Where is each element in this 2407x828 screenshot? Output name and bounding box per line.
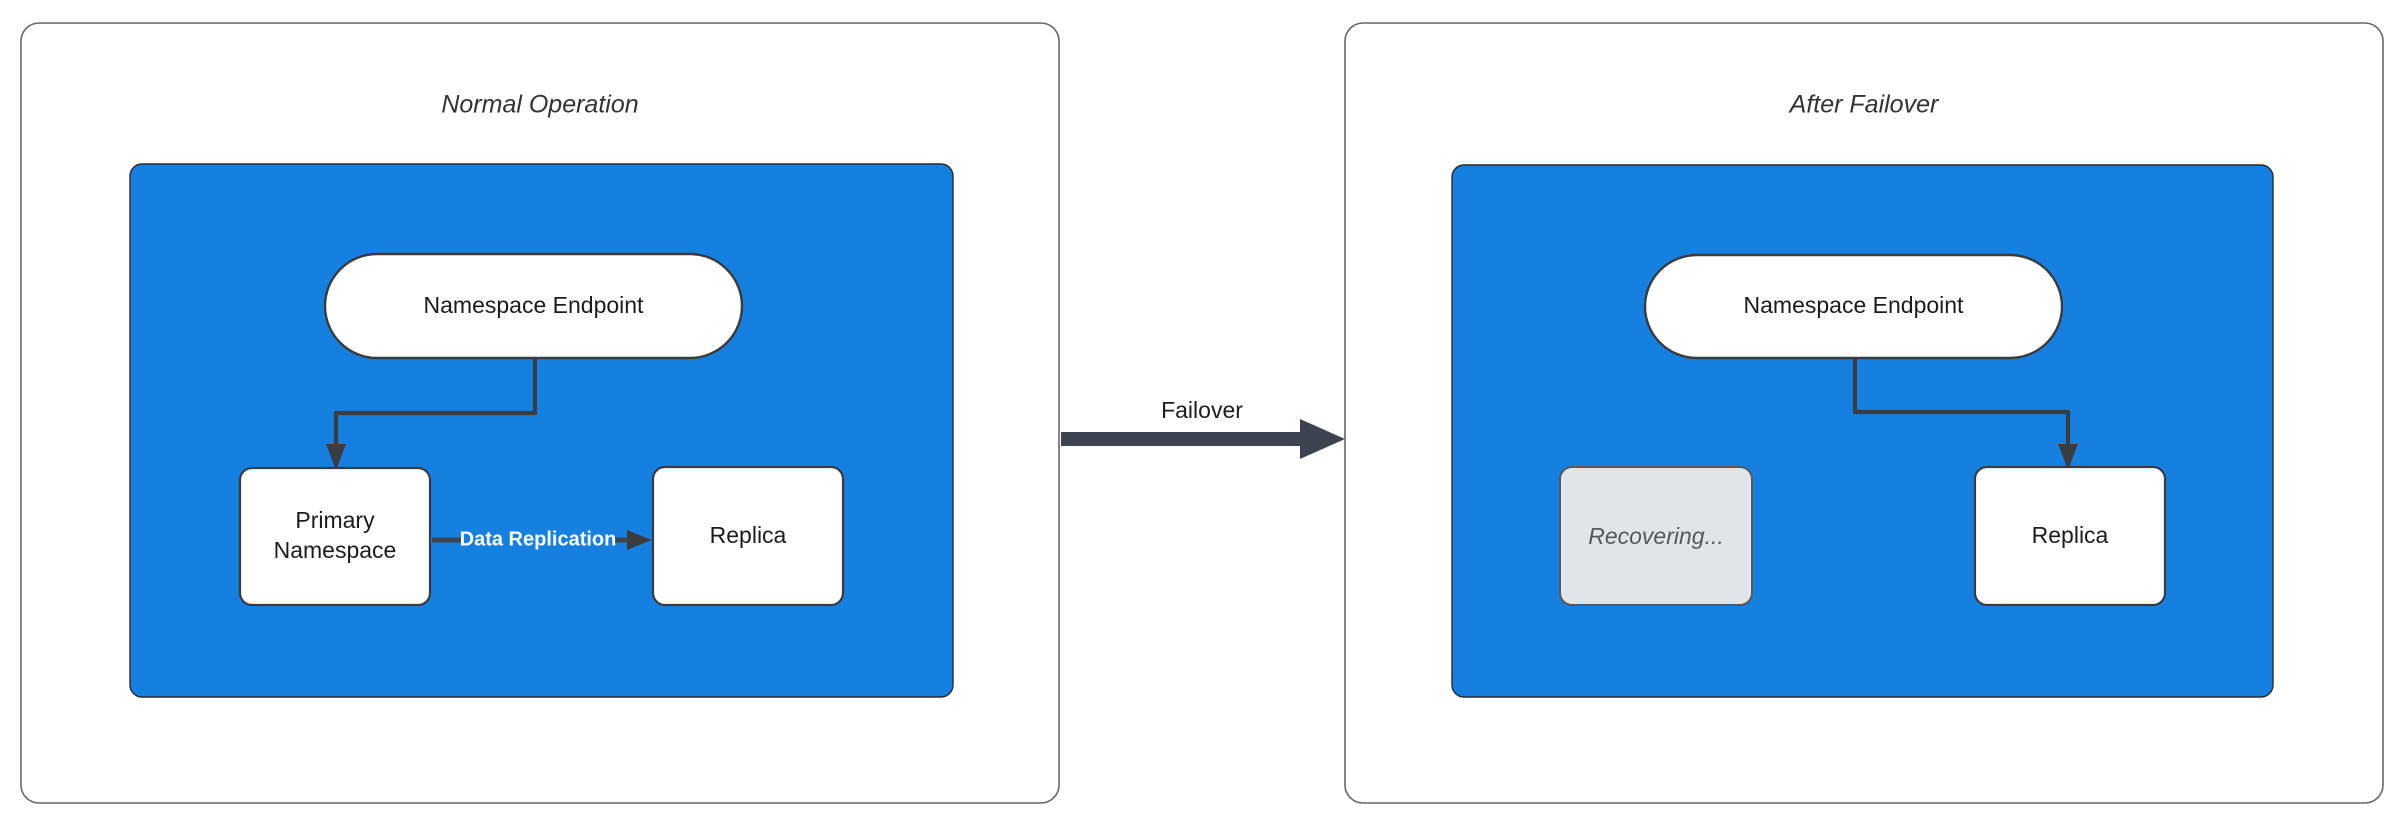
node-primary-namespace-left-shape: [238, 466, 432, 607]
node-endpoint-right[interactable]: Namespace Endpoint: [1643, 253, 2064, 360]
edge-primary-to-replica-label: Data Replication: [460, 528, 617, 550]
node-endpoint-right-shape: [1643, 253, 2064, 360]
edge-primary-to-replica-arrowhead: [627, 530, 652, 550]
edge-endpoint-to-primary-arrowhead: [326, 444, 346, 470]
node-primary-namespace-left-label-line2: Namespace: [274, 537, 397, 563]
node-recovering-right[interactable]: Recovering...: [1559, 466, 1753, 606]
node-replica-left-label: Replica: [710, 522, 787, 548]
edge-endpoint-to-primary-path: [333, 358, 538, 452]
node-replica-right[interactable]: Replica: [1973, 465, 2167, 607]
failover-transition-arrowhead: [1300, 419, 1345, 459]
cluster-box-after-failover: [1451, 164, 2274, 698]
node-replica-left[interactable]: Replica: [651, 465, 845, 607]
failover-transition: Failover: [1061, 397, 1345, 459]
node-endpoint-left-shape: [323, 252, 744, 360]
edge-endpoint-to-replica-path: [1852, 358, 2071, 452]
node-replica-right-shape: [1973, 465, 2167, 607]
panel-after-failover: After Failover Namespace Endpoint Recove…: [1344, 22, 2384, 804]
node-recovering-right-label: Recovering...: [1588, 523, 1724, 549]
cluster-box-normal-operation: [129, 163, 954, 698]
node-primary-namespace-left-label-line1: Primary: [295, 507, 375, 533]
edge-endpoint-to-primary: [326, 358, 538, 470]
edge-primary-to-replica: Data Replication: [432, 528, 652, 550]
edge-endpoint-to-replica-arrowhead: [2058, 444, 2078, 470]
node-endpoint-left[interactable]: Namespace Endpoint: [323, 252, 744, 360]
failover-transition-label: Failover: [1161, 397, 1243, 423]
edge-endpoint-to-replica: [1852, 358, 2078, 470]
node-replica-right-label: Replica: [2032, 522, 2109, 548]
failover-transition-shaft: [1061, 432, 1308, 446]
node-primary-namespace-left[interactable]: Primary Namespace: [238, 466, 432, 607]
node-endpoint-left-label: Namespace Endpoint: [424, 292, 645, 318]
panel-normal-operation: Normal Operation Namespace Endpoint Prim…: [20, 22, 1060, 804]
panel-title-normal-operation: Normal Operation: [441, 91, 638, 119]
panel-title-after-failover: After Failover: [1788, 91, 1940, 119]
node-recovering-right-shape: [1559, 466, 1753, 606]
node-endpoint-right-label: Namespace Endpoint: [1744, 292, 1965, 318]
node-replica-left-shape: [651, 465, 845, 607]
